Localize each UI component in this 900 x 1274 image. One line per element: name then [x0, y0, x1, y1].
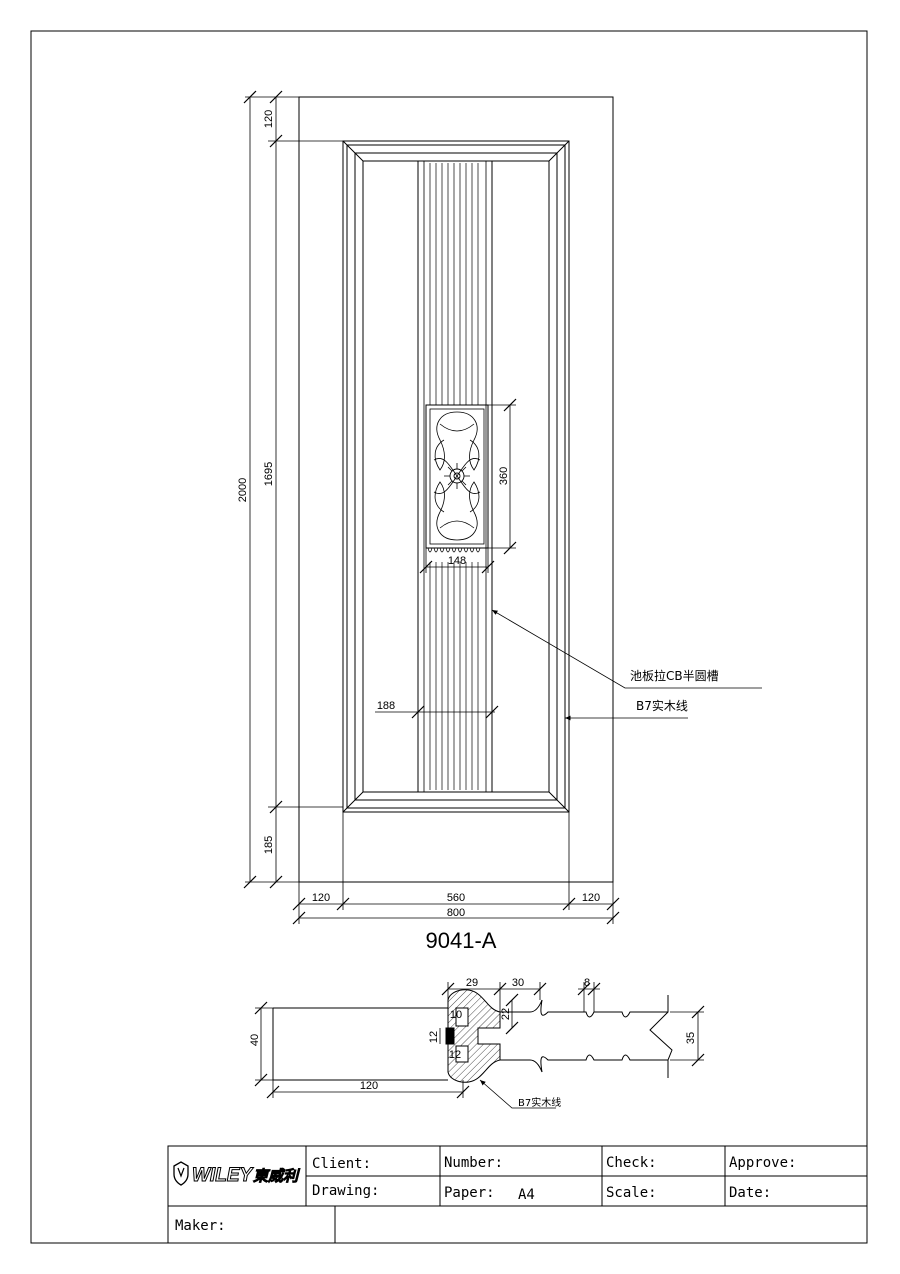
check-label: Check: — [606, 1155, 657, 1171]
maker-label: Maker: — [175, 1218, 226, 1234]
door-dimensions — [243, 90, 762, 925]
molding-outer — [342, 140, 570, 813]
section-dim-10: 10 — [450, 1009, 462, 1021]
section-dimension-labels: 40 120 29 30 8 22 10 12 12 35 B7实木线 — [249, 977, 697, 1109]
door-dimension-labels: 2000 120 1695 185 120 560 120 800 360 14… — [237, 110, 719, 953]
cross-section — [272, 989, 673, 1083]
section-dim-22: 22 — [500, 1008, 512, 1020]
shield-icon — [173, 1161, 189, 1186]
molding-profile — [447, 989, 501, 1083]
dim-groove-width: 188 — [377, 700, 395, 712]
section-dimensions — [254, 982, 705, 1109]
door-outline — [298, 96, 614, 883]
section-thickness: 40 — [249, 1034, 261, 1046]
door-elevation — [298, 96, 614, 883]
dim-total-height: 2000 — [237, 478, 249, 502]
client-label: Client: — [312, 1156, 371, 1172]
drawing-label: Drawing: — [312, 1183, 379, 1199]
dim-top-rail: 120 — [263, 110, 275, 128]
dim-right-stile: 120 — [582, 892, 600, 904]
dim-panel-height: 1695 — [263, 462, 275, 486]
paper-value: A4 — [518, 1187, 535, 1203]
model-code: 9041-A — [426, 928, 497, 953]
logo-chinese: 東威利 — [253, 1167, 301, 1185]
section-dim-29: 29 — [466, 977, 478, 989]
dim-insert-height: 360 — [498, 467, 510, 485]
paper-label: Paper: — [444, 1185, 495, 1201]
section-molding-label: B7实木线 — [518, 1096, 561, 1109]
section-dim-8: 8 — [584, 977, 590, 989]
company-logo: WILEY 東威利 — [173, 1161, 301, 1187]
section-width: 120 — [360, 1080, 378, 1092]
molding-inner — [362, 160, 550, 793]
logo-wordmark: WILEY — [192, 1165, 254, 1186]
dim-left-stile: 120 — [312, 892, 330, 904]
dim-total-width: 800 — [447, 907, 465, 919]
scale-label: Scale: — [606, 1185, 657, 1201]
title-block-labels: Client: Number: Check: Approve: Drawing:… — [175, 1155, 796, 1234]
molding-note: B7实木线 — [636, 698, 688, 713]
section-dim-12a: 12 — [428, 1031, 440, 1043]
dim-bottom-rail: 185 — [263, 836, 275, 854]
dim-insert-width: 148 — [448, 555, 466, 567]
dim-panel-width: 560 — [447, 892, 465, 904]
number-label: Number: — [444, 1155, 503, 1171]
date-label: Date: — [729, 1185, 771, 1201]
title-block — [167, 1145, 868, 1244]
grooved-strip — [417, 161, 493, 792]
section-dim-35: 35 — [685, 1032, 697, 1044]
section-dim-30: 30 — [512, 977, 524, 989]
carved-insert — [425, 404, 489, 549]
groove-note: 池板拉CB半圆槽 — [630, 668, 719, 683]
section-dim-12b: 12 — [449, 1049, 461, 1061]
approve-label: Approve: — [729, 1155, 796, 1171]
